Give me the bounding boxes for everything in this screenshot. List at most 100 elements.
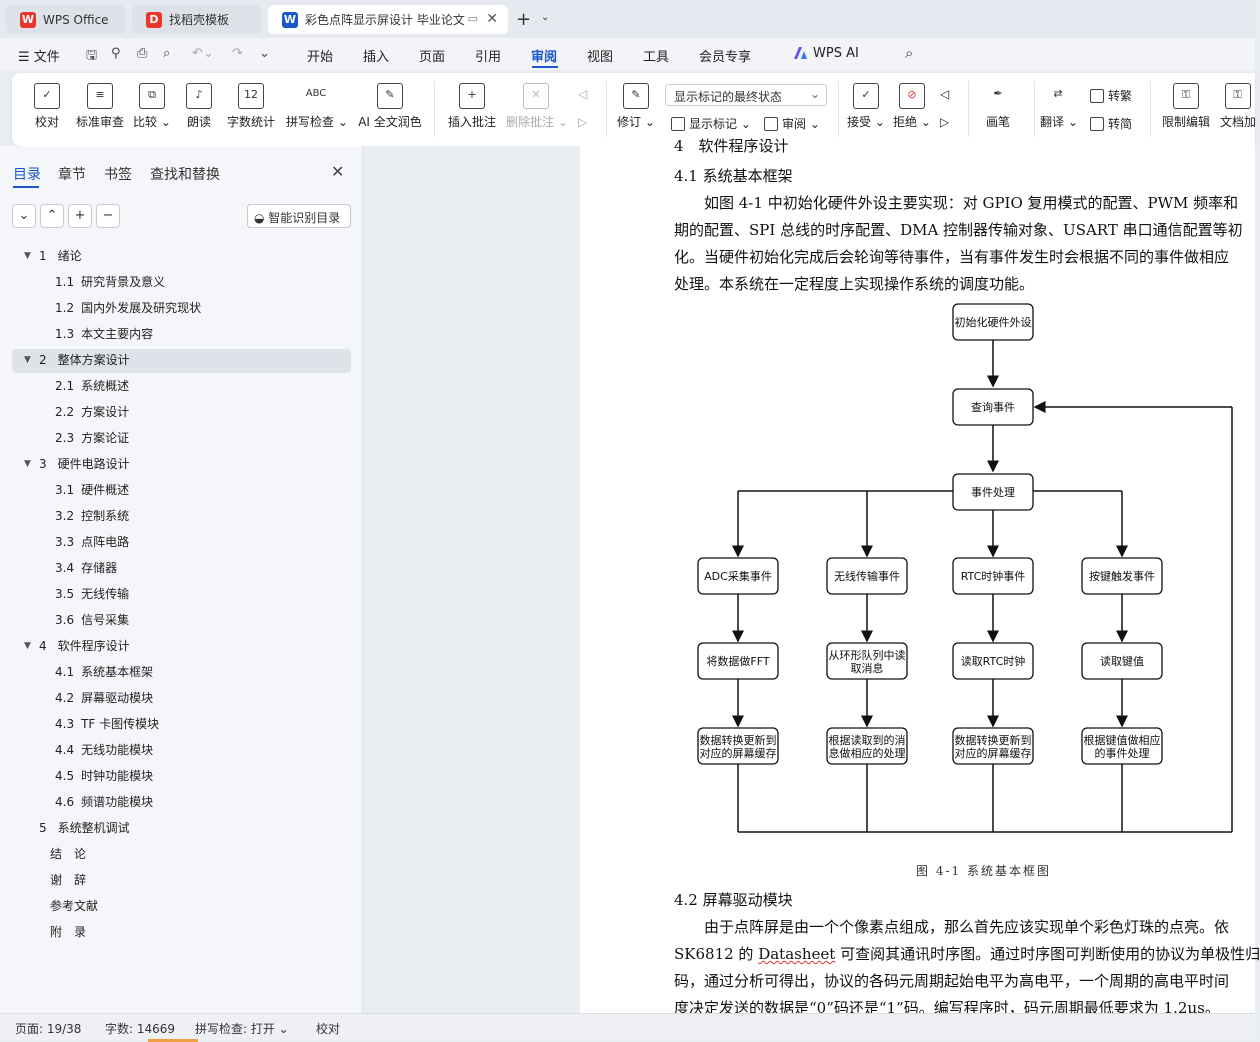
document-page[interactable]: 4 软件程序设计 4.1 系统基本框架 如图 4-1 中初始化硬件外设主要实现：…	[580, 137, 1260, 1017]
file-menu[interactable]: ☰ 文件	[18, 50, 60, 65]
show-markup-button[interactable]: 显示标记 ⌄	[671, 115, 751, 132]
menu-review[interactable]: 审阅	[531, 50, 558, 65]
accept-button[interactable]: ✓接受 ⌄	[846, 73, 886, 146]
collapse-arrow-icon[interactable]: ▼	[24, 251, 31, 261]
menu-member[interactable]: 会员专享	[699, 50, 752, 65]
collapse-arrow-icon[interactable]: ▼	[24, 641, 31, 651]
menu-insert[interactable]: 插入	[363, 50, 390, 65]
close-icon[interactable]: ✕	[486, 11, 498, 27]
toc-item[interactable]: 参考文献	[39, 894, 98, 918]
search-icon[interactable]: ⌕	[905, 44, 914, 62]
print-icon[interactable]: ⎙	[137, 46, 148, 61]
ai-polish-button[interactable]: ✎AI 全文润色	[356, 73, 424, 146]
toc-item-label: 时钟功能模块	[81, 769, 154, 783]
print-preview-icon[interactable]: ⌕	[163, 46, 171, 61]
remove-heading-button[interactable]: −	[96, 204, 120, 228]
reject-icon: ⊘	[899, 83, 925, 109]
spell-check-status[interactable]: 拼写检查: 打开 ⌄	[195, 1022, 289, 1036]
chevron-down-icon[interactable]: ⌄	[541, 12, 550, 23]
to-traditional-button[interactable]: 转繁	[1090, 87, 1132, 104]
share-icon[interactable]: ⚲	[111, 46, 121, 61]
menu-references[interactable]: 引用	[475, 50, 502, 65]
proofread-button[interactable]: ✓校对	[28, 73, 66, 146]
pen-button[interactable]: ✒画笔	[980, 73, 1016, 146]
prev-change-icon[interactable]: ◁	[940, 87, 950, 101]
restrict-edit-button[interactable]: ⚿限制编辑	[1160, 73, 1212, 146]
collapse-arrow-icon[interactable]: ▼	[24, 355, 31, 365]
spell-flagged-word[interactable]: Datasheet	[758, 945, 836, 963]
prev-comment-icon[interactable]: ◁	[578, 87, 588, 101]
next-comment-icon[interactable]: ▷	[578, 115, 588, 129]
tab-bookmarks[interactable]: 书签	[104, 167, 132, 183]
menu-view[interactable]: 视图	[587, 50, 614, 65]
paragraph-line: 期的配置、SPI 总线的时序配置、DMA 控制器传输对象、USART 串口通信配…	[674, 221, 1243, 239]
smart-toc-button[interactable]: ◒ 智能识别目录	[247, 204, 351, 228]
next-change-icon[interactable]: ▷	[940, 115, 950, 129]
add-heading-button[interactable]: +	[68, 204, 92, 228]
track-changes-button[interactable]: ✎修订 ⌄	[616, 73, 656, 146]
close-icon[interactable]: ✕	[331, 162, 345, 181]
delete-comment-button[interactable]: ✕删除批注 ⌄	[506, 73, 568, 146]
read-aloud-button[interactable]: ♪朗读	[184, 73, 214, 146]
insert-comment-button[interactable]: +插入批注	[446, 73, 498, 146]
redo-icon[interactable]: ↷	[232, 46, 243, 61]
markup-mode-select[interactable]: 显示标记的最终状态⌄	[665, 84, 827, 106]
expand-down-button[interactable]: ⌄	[12, 204, 36, 228]
collapse-arrow-icon[interactable]: ▼	[24, 459, 31, 469]
menu-wps-ai[interactable]: WPS AI	[813, 46, 859, 61]
page-indicator[interactable]: 页面: 19/38	[15, 1022, 82, 1036]
undo-icon[interactable]: ↶⌄	[192, 46, 214, 61]
tab-toc[interactable]: 目录	[13, 167, 41, 183]
review-pane-button[interactable]: 审阅 ⌄	[764, 115, 820, 132]
toc-item[interactable]: 谢 辞	[39, 868, 86, 892]
to-simplified-button[interactable]: 转简	[1090, 115, 1132, 132]
word-count-indicator[interactable]: 字数: 14669	[105, 1022, 176, 1036]
toc-item[interactable]: 附 录	[39, 920, 86, 944]
compare-button[interactable]: ⧉比较 ⌄	[132, 73, 172, 146]
translate-button[interactable]: ⇄翻译 ⌄	[1040, 73, 1078, 146]
tab-current-document[interactable]: W 彩色点阵显示屏设计 毕业论文 ▭ ✕	[268, 5, 508, 34]
proofread-status[interactable]: 校对	[316, 1022, 341, 1036]
new-tab-icon[interactable]: +	[516, 9, 532, 30]
doc-encrypt-button[interactable]: ⚿文档加	[1220, 73, 1256, 146]
toc-item[interactable]: 结 论	[39, 842, 86, 866]
tab-chapters[interactable]: 章节	[58, 167, 86, 183]
save-icon[interactable]: 🖫	[86, 48, 98, 63]
menu-home[interactable]: 开始	[307, 50, 334, 65]
monitor-icon[interactable]: ▭	[467, 12, 478, 25]
menu-page[interactable]: 页面	[419, 50, 446, 65]
chevron-down-icon[interactable]: ⌄	[259, 46, 270, 61]
tab-find-replace[interactable]: 查找和替换	[150, 167, 220, 183]
reject-button[interactable]: ⊘拒绝 ⌄	[892, 73, 932, 146]
tab-docer-templates[interactable]: D 找稻壳模板	[132, 5, 262, 34]
standard-review-button[interactable]: ≡标准审查	[72, 73, 128, 146]
tab-wps-office[interactable]: W WPS Office	[6, 5, 126, 34]
menu-tools[interactable]: 工具	[643, 50, 670, 65]
collapse-up-button[interactable]: ⌃	[40, 204, 64, 228]
